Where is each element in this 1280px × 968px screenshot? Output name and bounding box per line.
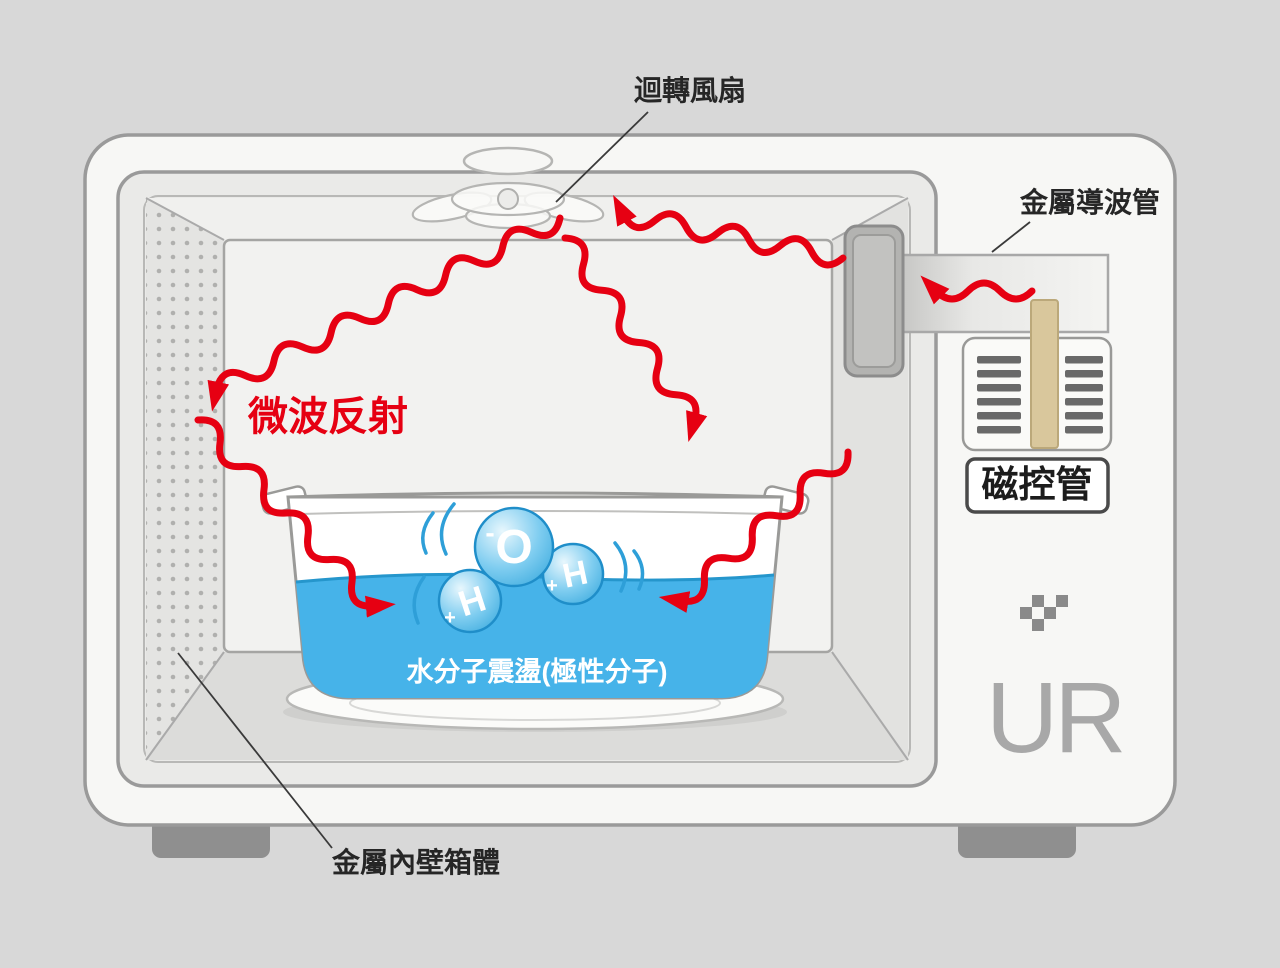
microwave-arrows — [194, 194, 1036, 618]
minus-sign: - — [485, 517, 494, 548]
water-caption: 水分子震盪(極性分子) — [407, 656, 668, 687]
waveguide-port-inner — [852, 234, 896, 368]
magnetron-label: 磁控管 — [982, 464, 1093, 505]
oxygen-atom — [473, 506, 555, 588]
waveguide-assembly — [843, 224, 1110, 378]
fan-callout-line — [555, 111, 649, 203]
vibration-arcs — [412, 502, 645, 625]
water-container: 水分子震盪(極性分子) — [260, 485, 810, 700]
hydrogen-atom-left — [437, 568, 503, 634]
water-molecule: O H H - + + — [412, 502, 645, 634]
waveguide-callout-line — [991, 221, 1031, 253]
magnetron-antenna-bar — [1030, 299, 1059, 449]
arrow-fan-down-right — [561, 234, 708, 442]
brand-logo: UR — [986, 595, 1126, 774]
container-rim-inner — [299, 510, 771, 515]
left-wall-perforations — [146, 198, 224, 760]
foot-left — [152, 818, 270, 858]
fan-label: 迴轉風扇 — [634, 74, 746, 106]
waveguide-label: 金屬導波管 — [1019, 186, 1160, 218]
inner-wall-callout-line — [177, 652, 333, 849]
fan-top-knob — [462, 146, 554, 176]
arrow-waveguide-to-fan — [613, 194, 847, 269]
plus-sign-right: + — [546, 575, 558, 597]
logo-text: UR — [986, 662, 1122, 774]
reflection-label: 微波反射 — [247, 395, 408, 439]
container-rim — [287, 491, 783, 499]
oxygen-label: O — [495, 521, 532, 574]
inner-wall-label: 金屬內壁箱體 — [331, 846, 500, 878]
fan-hub — [497, 188, 519, 210]
logo-pixels — [1020, 595, 1068, 631]
callouts: 迴轉風扇 金屬導波管 金屬內壁箱體 — [177, 74, 1160, 878]
arrow-into-waveguide — [920, 275, 1036, 305]
magnetron-panel: 磁控管 — [961, 299, 1113, 514]
foot-right — [958, 818, 1076, 858]
arrow-right-to-water — [658, 448, 852, 613]
magnetron-label-box — [965, 457, 1110, 514]
plus-sign-left: + — [444, 607, 456, 629]
vent-grille — [977, 356, 1103, 434]
stirrer-fan — [411, 146, 605, 230]
arrow-fan-to-left-wall — [207, 214, 564, 412]
arrow-wall-to-water — [194, 416, 396, 618]
